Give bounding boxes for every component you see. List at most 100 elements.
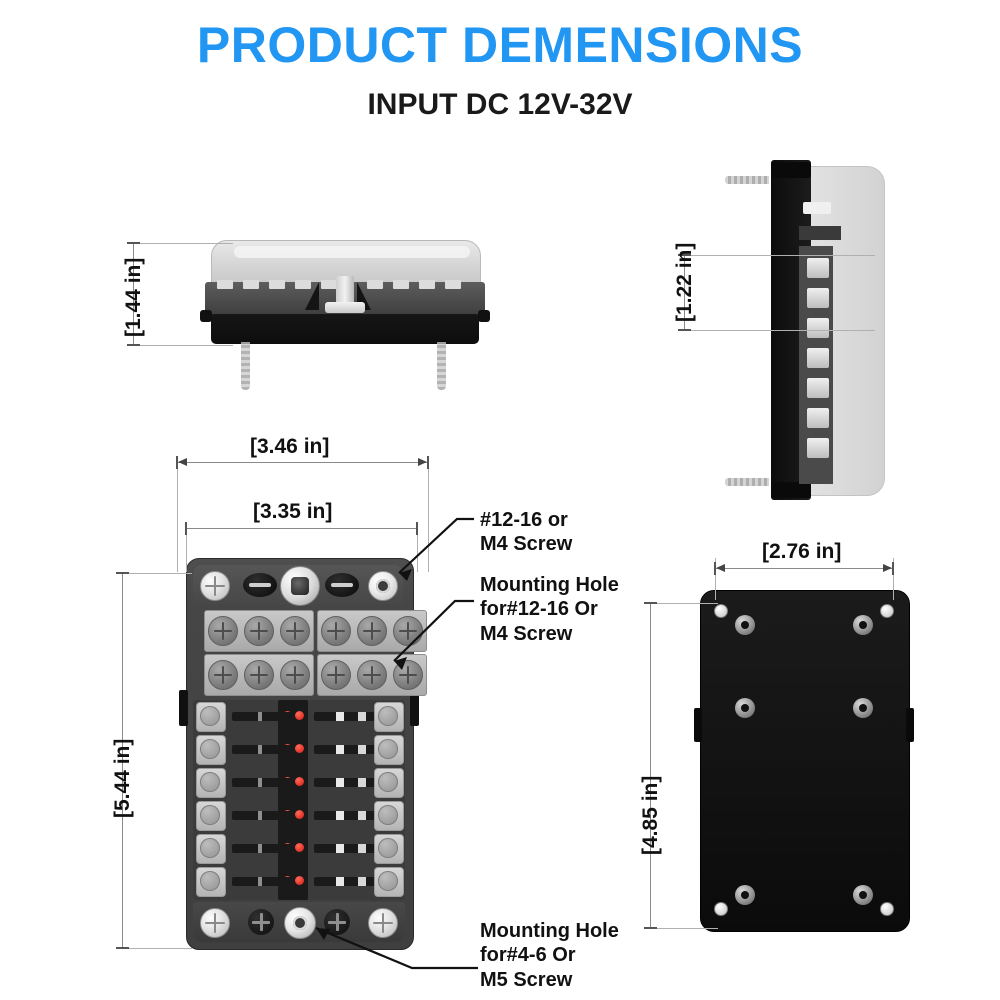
main-side-tab-left (179, 690, 188, 726)
terminal-block-left-row2[interactable] (204, 654, 314, 696)
led-indicator (295, 810, 304, 819)
mounting-hole-bottom-center[interactable] (284, 907, 316, 939)
fuse-slot-right[interactable] (314, 844, 376, 853)
terminal-screw[interactable] (244, 616, 274, 646)
fuse-screw-left[interactable] (196, 702, 226, 732)
dim-arrow-346-right (418, 458, 427, 466)
dim-tick-346-right (427, 456, 429, 469)
fuse-screw-right[interactable] (374, 768, 404, 798)
side-terminal-clip-7 (807, 438, 829, 458)
fuse-screw-right[interactable] (374, 867, 404, 897)
fuse-screw-right[interactable] (374, 735, 404, 765)
terminal-block-right-row2[interactable] (317, 654, 427, 696)
dim-label-346: [3.46 in] (250, 435, 330, 458)
ext-line-122-bottom (684, 330, 875, 331)
fuse-slot-right[interactable] (314, 778, 376, 787)
dim-label-276: [2.76 in] (762, 540, 842, 563)
fuse-slot-left[interactable] (232, 811, 294, 820)
slot-screw-top-right[interactable] (325, 573, 359, 597)
fuse-slot-left[interactable] (232, 877, 294, 886)
fuse-screw-left[interactable] (196, 768, 226, 798)
side-profile-view (725, 160, 885, 500)
mounting-screw-right (437, 342, 446, 390)
fuse-screw-right[interactable] (374, 834, 404, 864)
terminal-screw[interactable] (321, 660, 351, 690)
dim-line-276 (715, 568, 893, 569)
dim-tick-544-bottom (116, 947, 129, 949)
mounting-hole-top-right[interactable] (368, 571, 398, 601)
slot-screw-top-left[interactable] (243, 573, 277, 597)
dim-line-335 (186, 528, 417, 529)
dim-tick-276-right (892, 562, 894, 575)
corner-screw-top-left[interactable] (200, 571, 230, 601)
dark-screw-bottom-right[interactable] (324, 909, 350, 935)
back-side-tab-left (694, 708, 702, 742)
back-corner-hole-bottom-right (880, 902, 894, 916)
center-stud (336, 276, 354, 310)
side-tab-left (200, 310, 212, 322)
fuse-row (186, 735, 404, 765)
fuse-slot-left[interactable] (232, 712, 294, 721)
terminal-screw[interactable] (208, 616, 238, 646)
ext-line-485-top (650, 603, 718, 604)
back-mount-hole-top-right (853, 615, 873, 635)
fuse-slot-right[interactable] (314, 745, 376, 754)
corner-screw-bottom-left[interactable] (200, 908, 230, 938)
ext-line-485-bottom (650, 928, 718, 929)
ext-line-122-top (684, 255, 875, 256)
terminal-screw[interactable] (280, 660, 310, 690)
fuse-row (186, 702, 404, 732)
side-terminal-clip-2 (807, 288, 829, 308)
fuse-screw-left[interactable] (196, 801, 226, 831)
fuse-screw-left[interactable] (196, 834, 226, 864)
terminal-screw-callout-target[interactable] (393, 660, 423, 690)
side-terminal-clip-4 (807, 348, 829, 368)
fuse-slot-left[interactable] (232, 844, 294, 853)
dark-screw-bottom-left[interactable] (248, 909, 274, 935)
dim-line-346 (177, 462, 428, 463)
fuse-slot-right[interactable] (314, 877, 376, 886)
fuse-screw-left[interactable] (196, 867, 226, 897)
page-subtitle: INPUT DC 12V-32V (367, 88, 633, 121)
fuse-slot-right[interactable] (314, 811, 376, 820)
back-mount-hole-bottom-right (853, 885, 873, 905)
dim-label-485: [4.85 in] (639, 775, 662, 855)
back-shell (700, 590, 910, 932)
fuse-screw-left[interactable] (196, 735, 226, 765)
center-wedge-left (305, 282, 319, 310)
page-title: PRODUCT DEMENSIONS (196, 17, 804, 73)
ext-line-346-left (177, 462, 178, 572)
side-notch (803, 202, 831, 214)
fuse-slot-right[interactable] (314, 712, 376, 721)
back-mount-hole-mid-left (735, 698, 755, 718)
dim-line-144 (133, 243, 134, 345)
terminal-screw[interactable] (321, 616, 351, 646)
terminal-block-left-row1[interactable] (204, 610, 314, 652)
fuse-screw-right[interactable] (374, 801, 404, 831)
dim-line-485 (650, 603, 651, 928)
side-terminal-clip-1 (807, 258, 829, 278)
terminal-screw[interactable] (280, 616, 310, 646)
ext-line-544-top (122, 573, 192, 574)
fuse-slot-left[interactable] (232, 778, 294, 787)
terminal-screw[interactable] (393, 616, 423, 646)
fuse-row (186, 768, 404, 798)
led-indicator-strip (278, 700, 308, 900)
back-corner-hole-top-right (880, 604, 894, 618)
terminal-block-right-row1[interactable] (317, 610, 427, 652)
terminal-screw[interactable] (208, 660, 238, 690)
side-tab-right (478, 310, 490, 322)
terminal-screw[interactable] (357, 616, 387, 646)
fuse-screw-right[interactable] (374, 702, 404, 732)
ext-line-144-bottom (133, 345, 233, 346)
led-indicator (295, 711, 304, 720)
terminal-screw[interactable] (244, 660, 274, 690)
back-corner-hole-top-left (714, 604, 728, 618)
fuse-slot-left[interactable] (232, 745, 294, 754)
led-indicator (295, 843, 304, 852)
terminal-screw[interactable] (357, 660, 387, 690)
back-corner-hole-bottom-left (714, 902, 728, 916)
dim-arrow-346-left (178, 458, 187, 466)
corner-screw-bottom-right[interactable] (368, 908, 398, 938)
center-power-bolt[interactable] (280, 566, 320, 606)
